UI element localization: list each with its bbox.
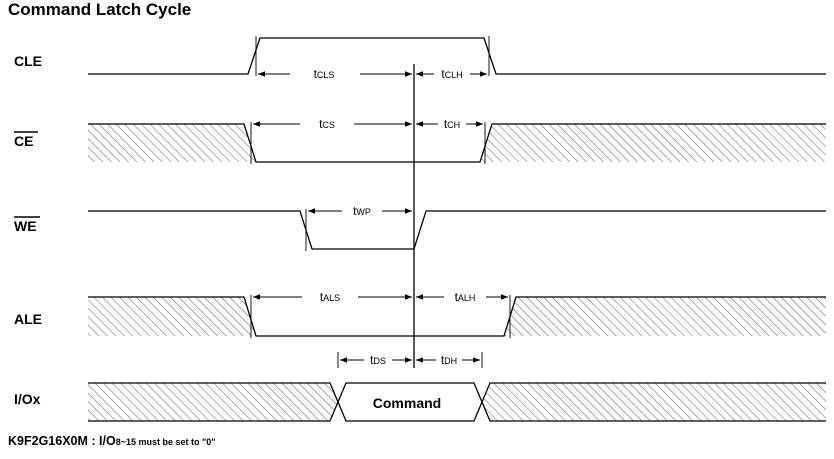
cle-waveform: [88, 37, 826, 75]
ale-waveform: [88, 296, 826, 337]
tclh-label: tCLH: [441, 67, 462, 81]
signal-label-ale: ALE: [14, 311, 42, 327]
tals-label: tALS: [320, 290, 340, 304]
we-waveform: [88, 210, 826, 250]
io-hatch-right: [482, 383, 826, 421]
tdh-label: tDH: [441, 353, 457, 367]
ce-hatch-right: [480, 124, 826, 162]
command-label: Command: [373, 395, 441, 411]
tch-label: tCH: [444, 117, 460, 131]
signal-label-ce: CE: [14, 133, 33, 149]
talh-label: tALH: [455, 290, 476, 304]
io-bus-outline: [88, 382, 826, 422]
diagram-title: Command Latch Cycle: [8, 0, 192, 19]
io-bus-outline-lower: [88, 382, 826, 422]
ale-hatch-right: [504, 297, 826, 336]
tcls-label: tCLS: [314, 67, 335, 81]
footnote: K9F2G16X0M : I/O8~15 must be set to "0": [8, 434, 216, 448]
ce-waveform: [88, 123, 826, 163]
tcs-label: tCS: [319, 117, 335, 131]
ale-hatch-left: [88, 297, 256, 336]
footnote-range: 8~15 must be set to "0": [115, 437, 216, 447]
footnote-part: K9F2G16X0M : I/O: [8, 434, 116, 448]
signal-label-we: WE: [14, 218, 37, 234]
signal-label-cle: CLE: [14, 53, 42, 69]
signal-label-io: I/Ox: [14, 391, 41, 407]
tds-label: tDS: [370, 353, 386, 367]
twp-label: tWP: [353, 204, 371, 218]
ce-hatch-left: [88, 124, 256, 162]
io-hatch-left: [88, 383, 338, 421]
